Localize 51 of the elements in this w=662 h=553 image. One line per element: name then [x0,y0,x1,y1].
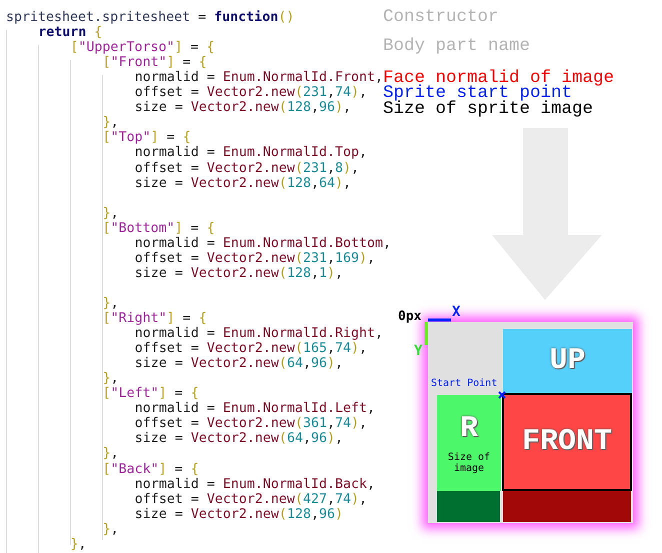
code-line: }, [102,296,119,311]
code-line: offset = Vector2.new(231,169), [134,250,376,266]
code-line: normalid = Enum.NormalId.Back, [134,476,375,492]
code-line: ["Bottom"] = { [102,220,215,236]
code-line: size = Vector2.new(128,64), [134,176,352,191]
annotation-text: Constructor [383,8,499,26]
code-line: ["UpperTorso"] = { [70,40,215,56]
region-label: FRONT [522,425,612,459]
annotation-text: Body part name [383,37,530,55]
code-line: size = Vector2.new(64,96), [134,356,344,372]
region-label: UP [549,344,586,378]
sprite-region [503,329,632,393]
code-line: ["Top"] = { [102,130,191,146]
code-line: offset = Vector2.new(231,8), [134,160,360,176]
region-note: Size of image [446,452,492,474]
sprite-region [503,491,631,522]
axis-label: X [452,305,460,319]
code-line: spritesheet.spritesheet = function() [6,10,294,25]
code-line: normalid = Enum.NormalId.Left, [134,401,375,416]
code-line: offset = Vector2.new(427,74), [134,492,368,507]
sprite-region [502,393,632,491]
code-line: return { [38,25,102,40]
code-line: normalid = Enum.NormalId.Top, [134,145,367,160]
sprite-region [437,491,500,522]
region-label: R [460,412,478,446]
code-line: }, [70,536,86,552]
code-line: ["Right"] = { [102,311,207,326]
code-line: }, [102,371,119,386]
code-line: size = Vector2.new(128,96) [134,506,344,522]
code-line: }, [102,115,119,130]
code-line: }, [102,446,119,462]
annotation-text: Size of sprite image [383,100,594,118]
start-point-label: Start Point [431,379,498,389]
sprite-sheet-drawing [428,322,633,523]
code-line: size = Vector2.new(64,96), [134,431,344,446]
code-line: }, [102,206,119,221]
code-line: ["Front"] = { [102,55,207,70]
axis-label: Y [414,344,422,358]
code-line: }, [102,522,119,537]
code-line: size = Vector2.new(128,1), [134,266,344,281]
code-line: ["Back"] = { [102,462,199,476]
code-line: offset = Vector2.new(361,74), [134,416,368,432]
code-line: normalid = Enum.NormalId.Front, [134,70,383,86]
code-line: normalid = Enum.NormalId.Bottom, [134,236,391,251]
code-line: size = Vector2.new(128,96), [134,100,352,116]
code-line: offset = Vector2.new(231,74), [134,85,368,100]
sprite-region [437,395,501,491]
origin-label: 0px [398,310,422,323]
code-line: offset = Vector2.new(165,74), [134,341,368,356]
code-line: ["Left"] = { [102,386,199,402]
code-line: normalid = Enum.NormalId.Right, [134,326,383,342]
